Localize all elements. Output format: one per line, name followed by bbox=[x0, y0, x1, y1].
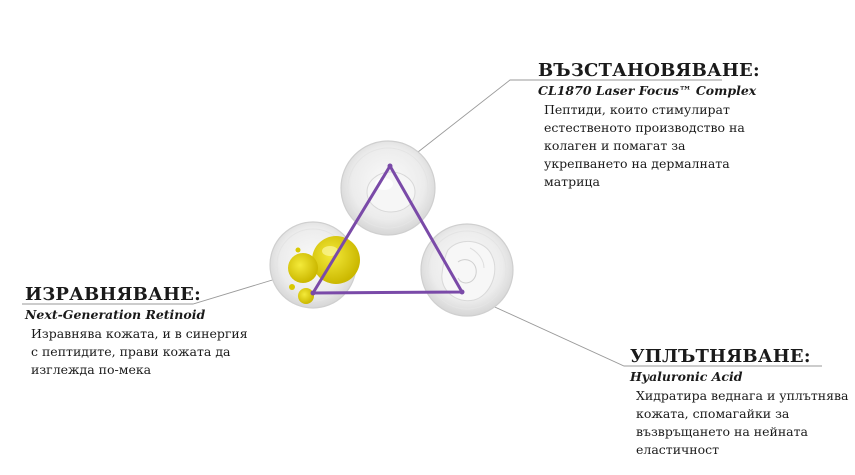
section-plumping-heading: УПЛЪТНЯВАНЕ: bbox=[630, 346, 811, 367]
section-evening: ИЗРАВНЯВАНЕ: Next-Generation Retinoid Из… bbox=[25, 284, 248, 379]
leader-line-top bbox=[394, 79, 722, 171]
triangle-node-top bbox=[387, 163, 393, 169]
triangle-node-left bbox=[310, 290, 316, 296]
triangle-node-right bbox=[459, 289, 465, 295]
section-evening-subheading: Next-Generation Retinoid bbox=[25, 307, 206, 322]
section-restoration-subheading: CL1870 Laser Focus™ Complex bbox=[538, 83, 757, 98]
peptide-dish-icon bbox=[340, 140, 436, 236]
section-plumping-subheading: Hyaluronic Acid bbox=[630, 369, 743, 384]
section-restoration-heading: ВЪЗСТАНОВЯВАНЕ: bbox=[538, 60, 760, 81]
hyaluronic-gel-icon bbox=[420, 223, 514, 317]
connection-triangle bbox=[311, 164, 464, 295]
leader-line-right bbox=[461, 291, 822, 367]
section-restoration: ВЪЗСТАНОВЯВАНЕ: CL1870 Laser Focus™ Comp… bbox=[538, 60, 760, 191]
section-evening-heading: ИЗРАВНЯВАНЕ: bbox=[25, 284, 201, 305]
section-restoration-description: Пептиди, които стимулират естественото п… bbox=[544, 102, 745, 189]
section-plumping-description: Хидратира веднага и уплътнява кожата, сп… bbox=[636, 388, 849, 457]
section-evening-description: Изравнява кожата, и в синергия с пептиди… bbox=[31, 326, 248, 377]
section-plumping: УПЛЪТНЯВАНЕ: Hyaluronic Acid Хидратира в… bbox=[630, 346, 848, 459]
